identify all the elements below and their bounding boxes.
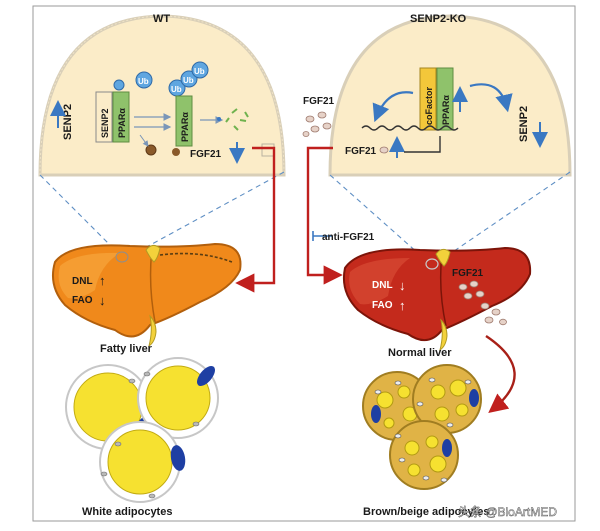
liver-to-brown-arrow bbox=[485, 335, 516, 413]
wt-cell: WT SENP2 SENP2 PPARα Ub Ub Ub Ub PPARα bbox=[38, 13, 286, 177]
wt-fao-down-arrow: ↓ bbox=[99, 293, 106, 308]
ko-fao-label: FAO bbox=[372, 300, 393, 311]
ko-pparg-label: PPARα bbox=[441, 95, 451, 125]
wt-brown-bead bbox=[145, 144, 157, 156]
fatty-liver-vessels bbox=[145, 244, 161, 263]
nucleus-icon bbox=[442, 439, 452, 457]
fatty-liver: DNL ↑ FAO ↓ Fatty liver bbox=[52, 242, 242, 355]
ko-curved-arrow-left bbox=[372, 91, 414, 123]
ko-liver-fgf21-label: FGF21 bbox=[452, 268, 484, 279]
fatty-liver-caption: Fatty liver bbox=[100, 343, 153, 355]
wt-ub-chain: Ub Ub Ub Ub bbox=[135, 61, 209, 97]
nucleus-icon bbox=[170, 445, 186, 471]
wt-degraded-fragments bbox=[225, 108, 249, 131]
nucleus-icon bbox=[371, 405, 381, 423]
wt-zoom-lines bbox=[39, 171, 285, 257]
fgf21-signal-connectors bbox=[235, 146, 343, 293]
ko-dnl-down-arrow: ↓ bbox=[399, 278, 406, 293]
wt-pparg-ub-box bbox=[175, 95, 193, 147]
ko-title: SENP2-KO bbox=[410, 13, 467, 25]
normal-liver-caption: Normal liver bbox=[388, 347, 452, 359]
svg-text:Ub: Ub bbox=[194, 67, 205, 76]
svg-text:Ub: Ub bbox=[171, 85, 182, 94]
wt-pparg-box-label: PPARα bbox=[117, 108, 127, 138]
ko-curved-arrow-right bbox=[469, 83, 513, 113]
ko-senp2-label: SENP2 bbox=[518, 106, 530, 142]
wt-title: WT bbox=[153, 13, 170, 25]
fatty-liver-right-lobe bbox=[159, 252, 233, 263]
wt-ub-bead-small bbox=[113, 79, 125, 91]
ko-zoom-lines bbox=[329, 171, 571, 263]
ko-dna-strand bbox=[361, 125, 459, 131]
svg-text:Ub: Ub bbox=[183, 76, 194, 85]
white-adipocyte bbox=[99, 421, 186, 503]
ko-fgf21-outside-label: FGF21 bbox=[303, 96, 335, 107]
wt-fao-label: FAO bbox=[72, 295, 93, 306]
brown-adipocyte-mitochondria bbox=[374, 377, 472, 483]
wt-dnl-label: DNL bbox=[72, 276, 93, 287]
wt-dnl-up-arrow: ↑ bbox=[99, 273, 106, 288]
ko-cofactor-box bbox=[419, 67, 437, 131]
white-adipocytes-caption: White adipocytes bbox=[82, 506, 172, 518]
fatty-liver-zoom-spot bbox=[115, 251, 129, 263]
white-adipocytes: White adipocytes bbox=[65, 357, 219, 518]
figure-frame bbox=[32, 5, 576, 522]
brown-adipocyte bbox=[412, 364, 482, 434]
watermark: 头条 @BioArtMED bbox=[458, 505, 557, 519]
ko-cofactor-label: coFactor bbox=[424, 86, 434, 125]
ko-transcription-line bbox=[404, 136, 441, 153]
wt-senp2-box bbox=[95, 91, 113, 143]
wt-cell-membrane bbox=[38, 14, 286, 177]
ko-fgf21-inside-label: FGF21 bbox=[345, 146, 377, 157]
wt-senp2-label: SENP2 bbox=[62, 104, 74, 140]
ko-signal-arrow bbox=[306, 146, 343, 285]
wt-pparg-ub-label: PPARα bbox=[180, 112, 190, 142]
anti-fgf21-label: anti-FGF21 bbox=[322, 232, 375, 243]
ub-icon bbox=[191, 61, 209, 79]
ko-fgf21-granules bbox=[302, 111, 332, 137]
white-adipocyte bbox=[137, 357, 219, 439]
wt-fgf21-label: FGF21 bbox=[190, 149, 222, 160]
nucleus-icon bbox=[469, 389, 479, 407]
ub-icon bbox=[180, 70, 198, 88]
ko-liver-fgf21-granules bbox=[458, 280, 507, 326]
ko-fgf21-granule bbox=[379, 146, 389, 154]
wt-brown-bead-2 bbox=[172, 148, 180, 156]
anti-fgf21-inhibitor: anti-FGF21 bbox=[312, 231, 375, 243]
brown-adipocytes: Brown/beige adipocytes bbox=[362, 364, 490, 518]
ko-cell: SENP2-KO FGF21 coFactor PPARα SENP2 FGF2… bbox=[302, 13, 572, 177]
white-adipocyte-mitochondria bbox=[100, 371, 200, 499]
ko-dnl-label: DNL bbox=[372, 280, 393, 291]
ko-fao-up-arrow: ↑ bbox=[399, 298, 406, 313]
wt-degradation-dot bbox=[217, 117, 221, 121]
brown-adipocyte bbox=[389, 420, 459, 490]
nucleus-icon bbox=[197, 366, 215, 386]
brown-adipocytes-caption: Brown/beige adipocytes bbox=[363, 506, 490, 518]
svg-text:Ub: Ub bbox=[138, 77, 149, 86]
wt-pparg-box bbox=[112, 91, 130, 143]
wt-senp2-box-label: SENP2 bbox=[100, 108, 110, 138]
wt-signal-arrow bbox=[235, 146, 276, 293]
normal-liver: DNL ↓ FAO ↑ FGF21 Normal liver bbox=[342, 246, 532, 359]
normal-liver-zoom-spot bbox=[425, 258, 439, 270]
ub-icon bbox=[135, 71, 153, 89]
